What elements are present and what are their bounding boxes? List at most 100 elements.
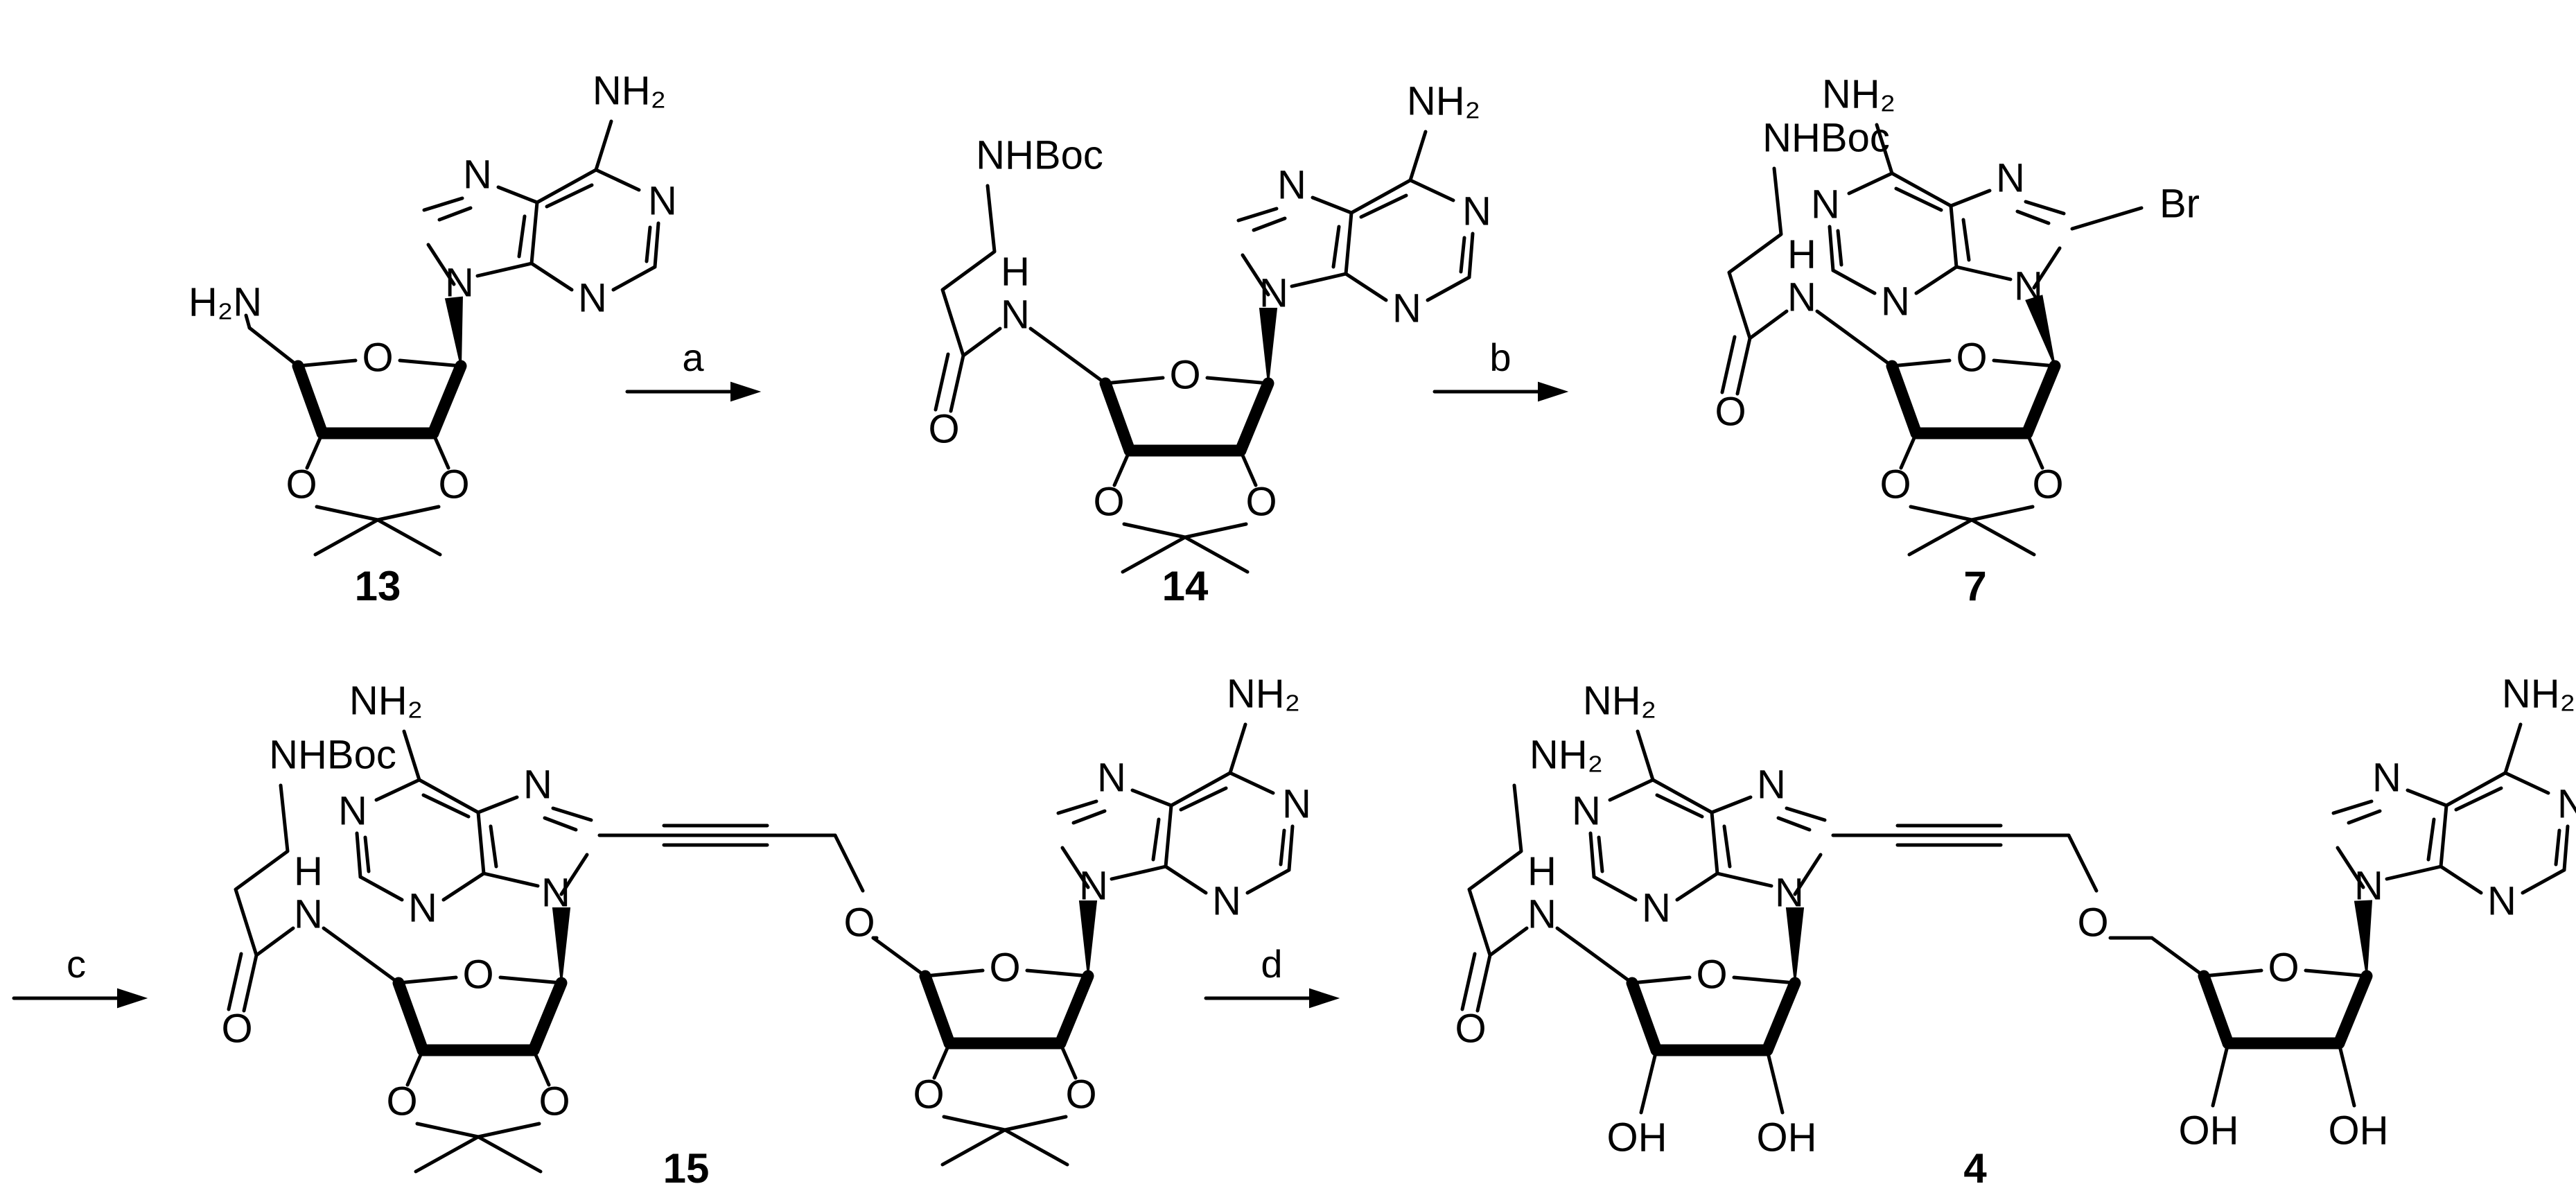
atom-N1: N: [1462, 189, 1491, 234]
amide-nitrogen: N: [1787, 275, 1816, 320]
bond: [1183, 535, 1250, 574]
atom-N9: N: [541, 870, 570, 915]
bond: [1949, 204, 1959, 269]
bond: [1597, 835, 1604, 873]
bond: [296, 358, 358, 368]
atom-N7: N: [2372, 755, 2401, 800]
ring-oxygen: O: [989, 945, 1020, 990]
ring-oxygen: O: [2268, 945, 2299, 990]
bond: [1245, 868, 1291, 895]
bond: [545, 183, 594, 209]
atom-N3: N: [1212, 878, 1241, 923]
amide-hydrogen: H: [1787, 232, 1816, 277]
bond: [1058, 1041, 1078, 1080]
bond: [1954, 265, 2013, 281]
bond: [1164, 803, 1173, 869]
bond: [2336, 846, 2365, 889]
bond: [940, 1128, 1007, 1167]
compound-label: 14: [1162, 563, 1209, 609]
bond: [1592, 875, 1638, 902]
amine-label: NH₂: [1227, 671, 1300, 716]
bond: [374, 778, 421, 802]
atom-N7: N: [463, 152, 492, 197]
amide-nitrogen: N: [1001, 292, 1030, 337]
bond: [1279, 828, 1286, 867]
arrowhead: [1538, 381, 1569, 402]
bond: [1183, 522, 1248, 539]
amine-label: NH₂: [349, 678, 423, 723]
wedge-bond: [552, 907, 571, 984]
bond: [1890, 358, 1952, 368]
amide-nitrogen: N: [1527, 891, 1557, 937]
bond: [1060, 846, 1090, 889]
atom-N3: N: [1881, 279, 1910, 324]
atom-N1: N: [1572, 788, 1601, 833]
nhboc-label: NHBoc: [1762, 115, 1890, 160]
bond: [1630, 975, 1692, 985]
atom-N3: N: [1392, 286, 1421, 331]
bond: [475, 261, 534, 278]
ring-oxygen: O: [462, 952, 493, 997]
bond: [476, 1135, 543, 1174]
ring-oxygen: O: [1696, 952, 1727, 997]
bond: [1710, 810, 1719, 876]
bold-bond: [2333, 970, 2373, 1050]
bond: [1949, 189, 1992, 208]
bond: [376, 518, 442, 557]
bond: [1205, 376, 1270, 385]
bond: [1252, 216, 1287, 232]
bond: [322, 926, 349, 947]
carbonyl-oxygen: O: [221, 1006, 252, 1051]
amine-label: NH₂: [1407, 78, 1480, 123]
bond: [2503, 722, 2523, 775]
bold-bond: [392, 977, 429, 1056]
arrowhead: [1309, 988, 1340, 1009]
bond: [2304, 968, 2369, 978]
acetonide-oxygen: O: [1065, 1072, 1096, 1117]
bond: [1894, 186, 1943, 212]
bond: [543, 816, 578, 832]
bond: [1459, 236, 1466, 274]
acetonide-oxygen: O: [913, 1072, 944, 1117]
bond: [1710, 795, 1753, 815]
bond: [1426, 275, 1471, 302]
bold-bond: [427, 360, 467, 439]
atom-N7: N: [1277, 162, 1306, 207]
atom-N9: N: [1079, 863, 1108, 908]
bond: [421, 793, 471, 819]
bond: [1121, 535, 1187, 574]
bond: [1359, 193, 1408, 219]
bond: [1122, 522, 1187, 539]
bond: [1838, 326, 1894, 368]
bond: [1238, 449, 1258, 487]
arrowhead: [730, 381, 762, 402]
amine-label: NH₂: [1822, 71, 1895, 116]
bond: [611, 265, 657, 292]
bond: [2067, 833, 2099, 893]
ether-oxygen: O: [843, 900, 875, 945]
bond: [1290, 272, 1348, 288]
wedge-bond: [1785, 907, 1805, 984]
bond: [961, 326, 1002, 358]
bond: [934, 352, 950, 412]
bond: [405, 1048, 425, 1087]
compound-label: 4: [1963, 1145, 1987, 1192]
atom-N7: N: [523, 762, 552, 807]
bond: [1636, 729, 1655, 782]
hydroxyl-label: OH: [1757, 1115, 1817, 1160]
bond: [1776, 816, 1812, 832]
bond: [1003, 1128, 1069, 1167]
bold-bond: [1234, 377, 1274, 457]
bond: [1914, 265, 1959, 295]
bond: [1655, 793, 1704, 819]
bond: [1169, 771, 1232, 808]
bond: [645, 225, 652, 263]
bond: [402, 729, 421, 782]
wedge-bond: [1259, 308, 1278, 384]
arrow-b: b: [1432, 336, 1569, 402]
bond: [594, 119, 613, 172]
bond: [441, 871, 486, 902]
wedge-bond: [2025, 295, 2056, 367]
acetonide-oxygen: O: [386, 1079, 417, 1124]
